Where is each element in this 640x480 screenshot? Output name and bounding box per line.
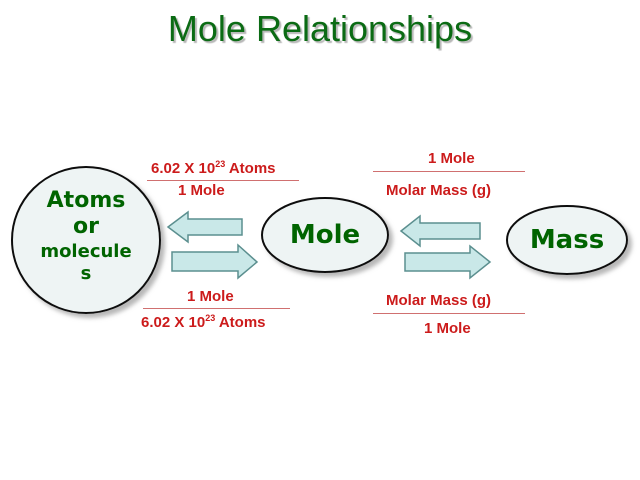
mass-ellipse <box>506 205 628 275</box>
atoms-line-2: or <box>73 214 99 239</box>
left-top-fraction-bar <box>147 180 299 181</box>
left-top-denominator: 1 Mole <box>178 182 225 199</box>
left-top-numerator: 6.02 X 1023 Atoms <box>151 159 276 178</box>
left-bottom-den-prefix: 6.02 X 10 <box>141 314 206 331</box>
atoms-line-3: molecule <box>40 241 132 262</box>
arrow-right-top <box>399 214 481 248</box>
right-bottom-fraction-bar <box>373 313 525 314</box>
mass-node-label: Mass <box>529 225 605 255</box>
arrow-right-bottom <box>404 244 492 280</box>
left-bottom-fraction-bar <box>143 308 290 309</box>
page-title: Mole Relationships <box>167 8 473 49</box>
atoms-circle <box>11 166 161 314</box>
atoms-node-label: Atoms or molecule s <box>20 188 152 284</box>
right-top-fraction-bar <box>373 171 525 172</box>
arrow-left-top <box>166 210 243 244</box>
left-top-num-exp: 23 <box>215 159 226 169</box>
right-bottom-denominator: 1 Mole <box>424 320 471 337</box>
atoms-line-4: s <box>80 263 92 284</box>
right-bottom-numerator: Molar Mass (g) <box>386 292 492 309</box>
left-top-num-suffix: Atoms <box>225 160 276 177</box>
mole-node-label: Mole <box>289 220 361 250</box>
right-top-numerator: 1 Mole <box>428 150 475 167</box>
left-bottom-den-exp: 23 <box>205 313 216 323</box>
left-bottom-denominator: 6.02 X 1023 Atoms <box>141 313 266 332</box>
left-top-num-prefix: 6.02 X 10 <box>151 160 216 177</box>
arrow-left-bottom <box>171 243 259 280</box>
mole-ellipse <box>261 197 389 273</box>
atoms-line-1: Atoms <box>46 188 126 213</box>
right-top-denominator: Molar Mass (g) <box>386 182 492 199</box>
left-bottom-den-suffix: Atoms <box>215 314 266 331</box>
left-bottom-numerator: 1 Mole <box>187 288 234 305</box>
